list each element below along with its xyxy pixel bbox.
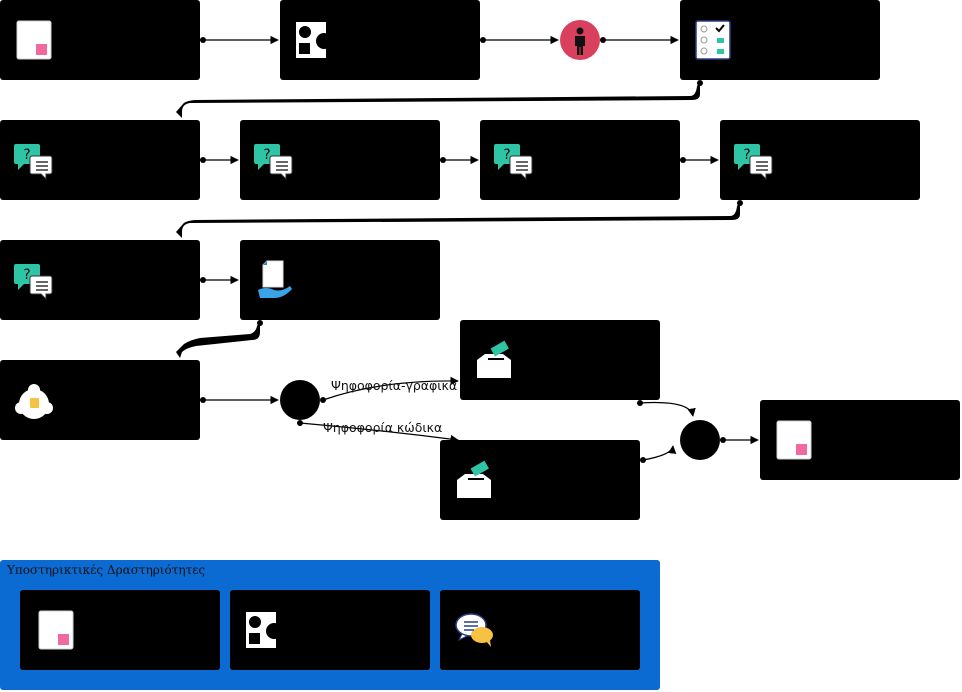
- lightbulb-cloud-icon: [14, 380, 54, 420]
- document-icon: [14, 20, 54, 60]
- activity-node-vote-graphic[interactable]: [460, 320, 660, 400]
- hand-document-icon: [254, 260, 294, 300]
- support-activities-title: Υποστηρικτικές Δραστηριότητες: [7, 563, 206, 577]
- document-icon: [774, 420, 814, 460]
- question-chat-icon: [734, 140, 774, 180]
- shapes-icon: [294, 20, 334, 60]
- ballot-box-icon: [474, 340, 514, 380]
- shapes-icon: [244, 610, 284, 650]
- question-chat-icon: [494, 140, 534, 180]
- support-node-shapes[interactable]: [230, 590, 430, 670]
- chat-bubbles-icon: [454, 610, 494, 650]
- activity-node-checklist[interactable]: [680, 0, 880, 80]
- activity-node-vote-code[interactable]: [440, 440, 640, 520]
- branch-gateway[interactable]: [280, 380, 320, 420]
- edge-label-vote-graphic: Ψηφοφορία-γραφικά: [331, 378, 458, 393]
- activity-node-quiz-3[interactable]: [480, 120, 680, 200]
- activity-node-quiz-5[interactable]: [0, 240, 200, 320]
- person-icon[interactable]: [560, 20, 600, 60]
- activity-node-brainstorm[interactable]: [0, 360, 200, 440]
- support-activities-panel: Υποστηρικτικές Δραστηριότητες: [0, 560, 660, 690]
- question-chat-icon: [254, 140, 294, 180]
- question-chat-icon: [14, 140, 54, 180]
- activity-node-shapes[interactable]: [280, 0, 480, 80]
- activity-node-end[interactable]: [760, 400, 960, 480]
- document-icon: [36, 610, 76, 650]
- activity-node-handout[interactable]: [240, 240, 440, 320]
- activity-node-quiz-4[interactable]: [720, 120, 920, 200]
- ballot-box-icon: [454, 460, 494, 500]
- checklist-icon: [694, 20, 734, 60]
- support-node-document[interactable]: [20, 590, 220, 670]
- edge-label-vote-code: Ψηφοφορία κώδικα: [323, 420, 443, 435]
- merge-gateway[interactable]: [680, 420, 720, 460]
- activity-node-quiz-1[interactable]: [0, 120, 200, 200]
- support-node-discussion[interactable]: [440, 590, 640, 670]
- activity-node-quiz-2[interactable]: [240, 120, 440, 200]
- question-chat-icon: [14, 260, 54, 300]
- activity-node-start[interactable]: [0, 0, 200, 80]
